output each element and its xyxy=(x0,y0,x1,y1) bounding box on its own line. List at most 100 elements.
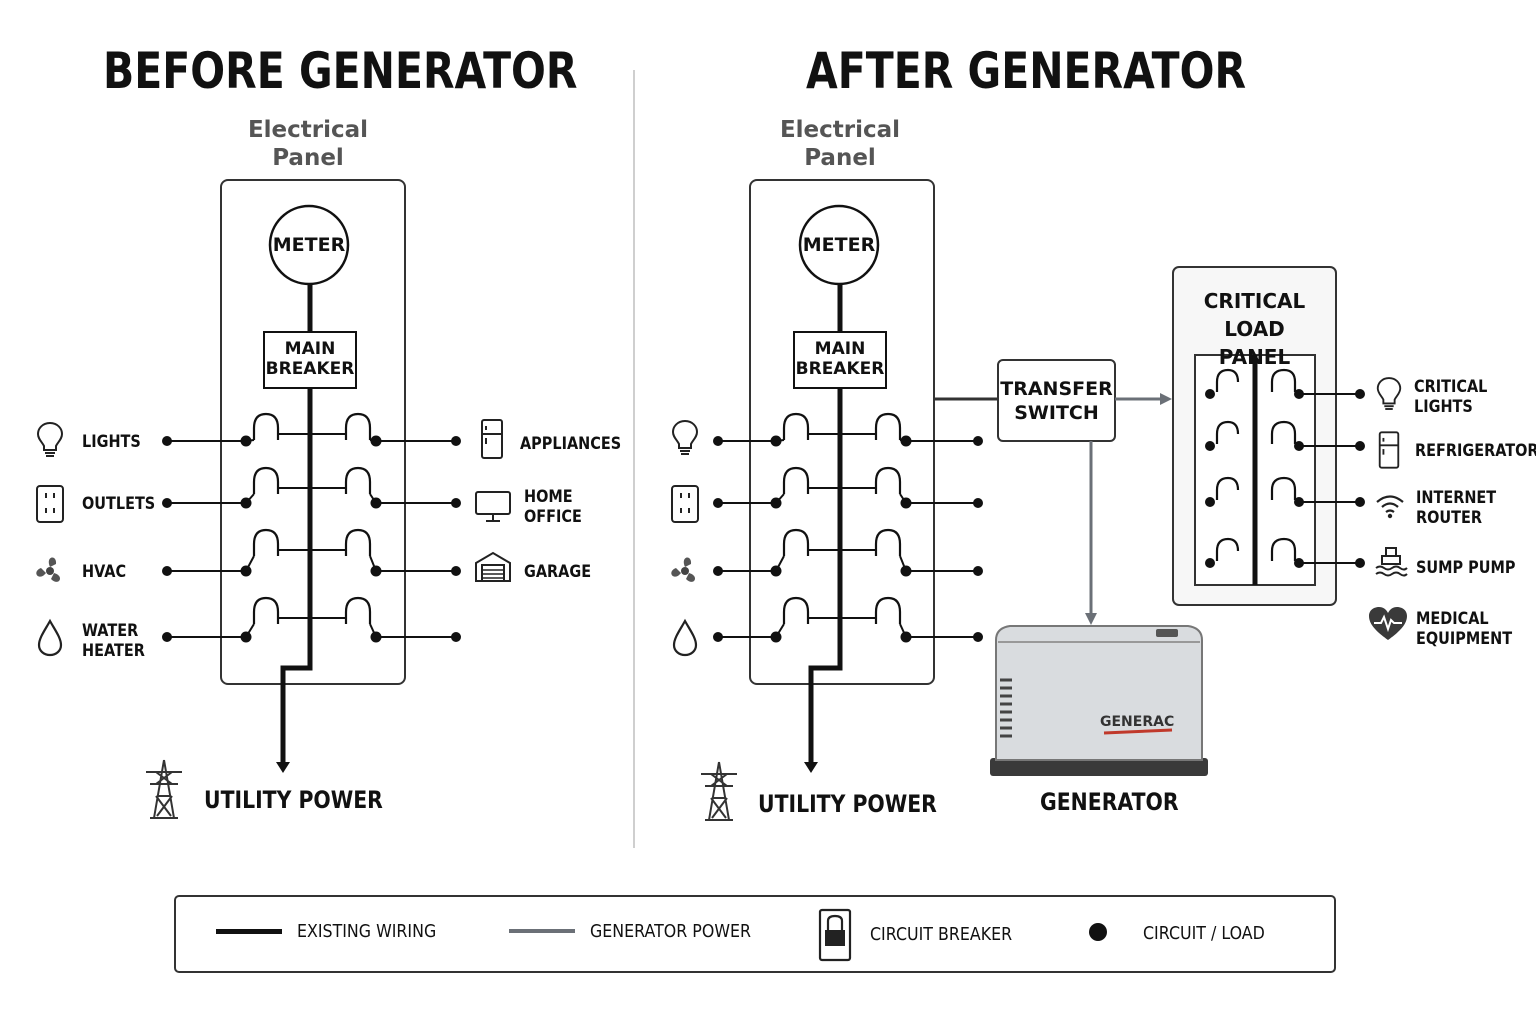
heart-icon xyxy=(1369,607,1407,640)
load-dot xyxy=(973,436,983,446)
breaker-right xyxy=(344,412,372,440)
before-left-load-label-3-line2: HEATER xyxy=(82,641,145,661)
load-dot xyxy=(713,498,723,508)
load-dot xyxy=(973,498,983,508)
breaker-left xyxy=(252,528,280,556)
before-main-breaker-line2: BREAKER xyxy=(265,359,355,379)
generator-brand: GENERAC xyxy=(1100,714,1175,730)
after-main-breaker-line1: MAIN xyxy=(814,339,866,359)
before-panel-title-line2: Panel xyxy=(272,145,344,171)
after-main-breaker xyxy=(793,331,887,389)
before-left-load-label-0: LIGHTS xyxy=(82,432,141,452)
load-dot xyxy=(973,632,983,642)
light-bulb-icon xyxy=(671,419,699,455)
before-left-load-3 xyxy=(35,618,65,663)
critical-load-label-4-line1: MEDICAL xyxy=(1416,609,1489,629)
critical-load-label-1: REFRIGERATOR xyxy=(1415,441,1536,461)
power-tower-icon xyxy=(146,759,182,819)
legend-circuit-load-dot xyxy=(1089,923,1107,941)
load-dot xyxy=(1355,497,1365,507)
before-main-breaker xyxy=(263,331,357,389)
load-dot xyxy=(451,632,461,642)
after-title: AFTER GENERATOR xyxy=(806,42,1247,100)
critical-load-panel-title: CRITICAL LOAD PANEL xyxy=(1173,287,1336,371)
before-meter-label: METER xyxy=(272,234,346,256)
after-left-load-2 xyxy=(666,552,704,595)
critical-load-1 xyxy=(1376,430,1402,475)
before-left-load-1 xyxy=(34,484,66,529)
critical-breaker-left xyxy=(1215,476,1240,500)
breaker-right xyxy=(344,528,372,556)
breaker-right xyxy=(874,412,902,440)
wifi-icon xyxy=(1376,495,1404,519)
breaker-right xyxy=(874,596,902,624)
critical-load-4 xyxy=(1368,606,1408,647)
before-right-load-1 xyxy=(474,490,512,529)
breaker-right xyxy=(874,466,902,494)
before-left-load-0 xyxy=(34,420,66,465)
critical-breaker-right xyxy=(1270,368,1297,392)
after-left-load-3 xyxy=(670,618,700,663)
load-dot xyxy=(451,566,461,576)
load-dot xyxy=(1205,441,1215,451)
before-right-load-0 xyxy=(478,418,506,465)
critical-breaker-right xyxy=(1270,537,1297,561)
legend-circuit-load-label: CIRCUIT / LOAD xyxy=(1143,923,1265,944)
load-dot xyxy=(370,435,382,447)
load-dot xyxy=(1355,389,1365,399)
load-dot xyxy=(370,631,382,643)
refrigerator-icon xyxy=(481,419,503,459)
breaker-left xyxy=(252,412,280,440)
critical-load-label-0-line2: LIGHTS xyxy=(1414,397,1473,417)
critical-load-label-2-line2: ROUTER xyxy=(1416,508,1483,528)
garage-icon xyxy=(475,551,511,582)
legend-generator-power-label: GENERATOR POWER xyxy=(590,921,751,942)
generator-unit xyxy=(990,625,1208,776)
before-right-load-label-1: HOME OFFICE xyxy=(524,487,582,527)
light-bulb-icon xyxy=(36,421,64,457)
load-dot xyxy=(1355,558,1365,568)
breaker-left xyxy=(782,412,810,440)
critical-breaker-left xyxy=(1215,420,1240,444)
section-divider xyxy=(633,70,635,848)
load-dot xyxy=(713,632,723,642)
after-panel-title-line2: Panel xyxy=(804,145,876,171)
before-electrical-panel xyxy=(220,179,406,685)
critical-load-label-0-line1: CRITICAL xyxy=(1414,377,1488,397)
load-dot xyxy=(770,565,782,577)
load-dot xyxy=(162,632,172,642)
critical-load-label-4: MEDICAL EQUIPMENT xyxy=(1416,609,1512,649)
refrigerator-icon xyxy=(1378,431,1400,469)
before-right-load-label-1-line2: OFFICE xyxy=(524,507,582,527)
load-dot xyxy=(770,631,782,643)
after-left-load-1 xyxy=(669,484,701,529)
after-left-load-0 xyxy=(669,418,701,463)
before-left-load-label-3: WATER HEATER xyxy=(82,621,145,661)
load-dot xyxy=(900,497,912,509)
load-dot xyxy=(1205,558,1215,568)
before-panel-title: Electrical Panel xyxy=(208,116,408,172)
load-dot xyxy=(240,435,252,447)
sump-pump-icon xyxy=(1375,547,1408,577)
load-dot xyxy=(162,566,172,576)
critical-breaker-left xyxy=(1215,537,1240,561)
load-dot xyxy=(1205,389,1215,399)
legend-circuit-breaker-label: CIRCUIT BREAKER xyxy=(870,924,1013,945)
before-utility-tower xyxy=(140,758,188,825)
breaker-left xyxy=(782,466,810,494)
critical-load-label-4-line2: EQUIPMENT xyxy=(1416,629,1513,649)
breaker-left xyxy=(252,466,280,494)
critical-breaker-right xyxy=(1270,476,1297,500)
light-bulb-icon xyxy=(1376,377,1402,410)
before-left-load-label-2: HVAC xyxy=(82,562,127,582)
outlet-icon xyxy=(36,485,64,523)
before-breakers xyxy=(162,412,461,643)
breaker-right xyxy=(874,528,902,556)
critical-load-label-2: INTERNET ROUTER xyxy=(1416,488,1496,528)
power-tower-icon xyxy=(701,761,737,821)
after-panel-title: Electrical Panel xyxy=(740,116,940,172)
load-dot xyxy=(240,565,252,577)
breaker-right xyxy=(344,466,372,494)
load-dot xyxy=(162,498,172,508)
critical-load-0 xyxy=(1374,374,1404,419)
